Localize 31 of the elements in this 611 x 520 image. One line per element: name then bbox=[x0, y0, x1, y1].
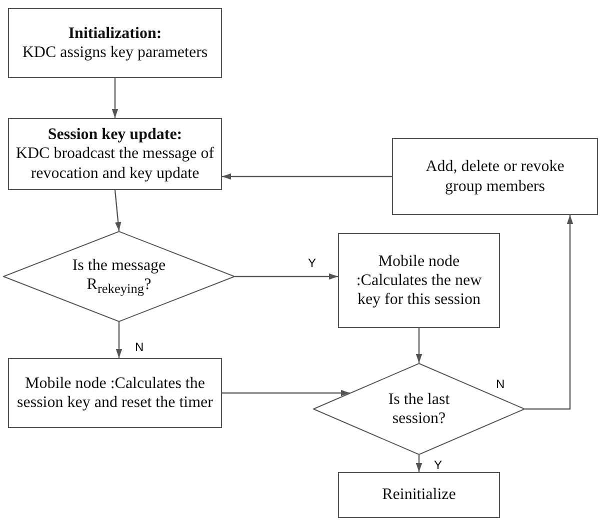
node-text: Reinitialize bbox=[382, 485, 456, 505]
node-text: Mobile node :Calculates the new key for this session bbox=[355, 252, 483, 310]
edge-label: Y bbox=[432, 458, 444, 472]
process-box bbox=[8, 118, 222, 190]
arrow bbox=[114, 190, 122, 232]
process-box bbox=[8, 8, 222, 78]
arrow bbox=[222, 390, 350, 396]
arrow bbox=[235, 273, 338, 280]
decision-diamond bbox=[3, 231, 235, 322]
arrow bbox=[222, 173, 392, 180]
node-text: Is the message R$_{rekeying}$? bbox=[71, 256, 167, 298]
arrow bbox=[416, 455, 422, 472]
edge-label: Y bbox=[306, 256, 318, 270]
node-text: Mobile node :Calculates the session key and reset the timer bbox=[16, 374, 214, 412]
node-text: Add, delete or revoke group members bbox=[424, 157, 566, 196]
process-box bbox=[338, 472, 500, 518]
arrow bbox=[525, 215, 574, 410]
node-text: Is the last session? bbox=[387, 390, 451, 428]
arrow bbox=[112, 78, 118, 118]
process-box bbox=[338, 233, 500, 328]
arrow bbox=[416, 328, 422, 363]
node-text: KDC assigns key parameters bbox=[22, 43, 208, 62]
arrow bbox=[116, 322, 122, 358]
edge-label: N bbox=[133, 340, 146, 354]
decision-diamond bbox=[313, 363, 525, 455]
heading-text: Session key update: bbox=[48, 125, 182, 144]
process-box bbox=[8, 358, 222, 428]
heading-text: Initialization: bbox=[68, 24, 162, 43]
node-text: KDC broadcast the message of revocation and key update bbox=[14, 144, 216, 183]
process-box bbox=[392, 138, 598, 215]
edge-label: N bbox=[494, 377, 507, 391]
